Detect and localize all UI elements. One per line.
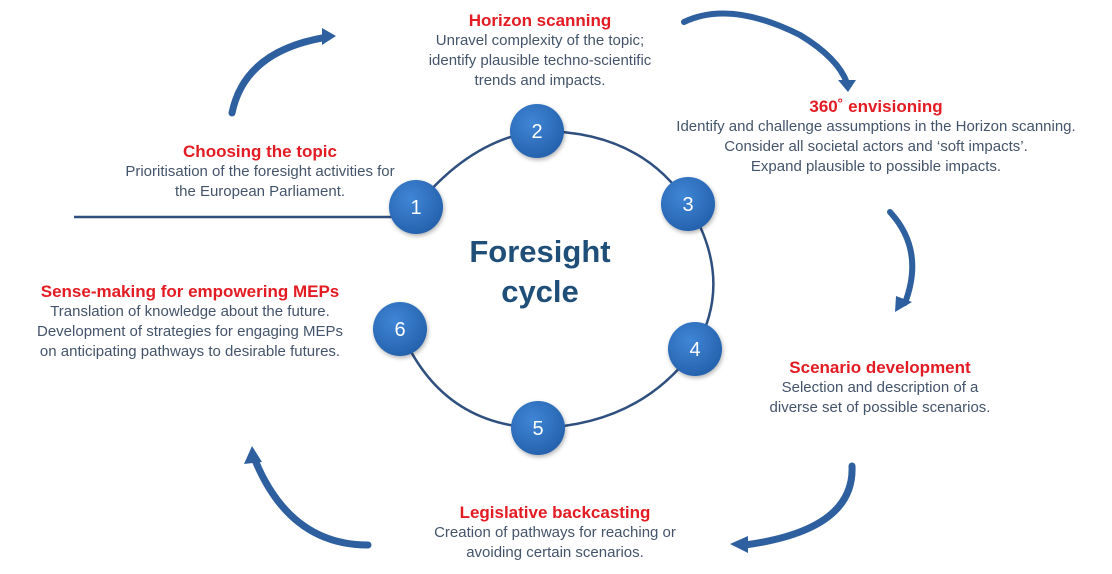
- center-title: Foresight cycle: [420, 232, 660, 312]
- stage-choosing-topic: Choosing the topic Prioritisation of the…: [60, 141, 460, 202]
- stage-title: Legislative backcasting: [459, 503, 651, 522]
- stage-desc-line: Consider all societal actors and ‘soft i…: [724, 138, 1028, 155]
- stage-sense-making: Sense-making for empowering MEPs Transla…: [0, 281, 380, 362]
- arrow-3-to-4: [887, 209, 916, 312]
- arrow-1-to-2: [228, 28, 336, 117]
- stage-desc-line: trends and impacts.: [474, 72, 606, 89]
- svg-text:4: 4: [689, 339, 700, 361]
- stage-title: Choosing the topic: [183, 142, 337, 161]
- center-title-line1: Foresight: [469, 234, 611, 269]
- arrow-4-to-5: [730, 462, 856, 553]
- stage-360-envisioning: 360˚ envisioning Identify and challenge …: [640, 96, 1112, 177]
- svg-text:6: 6: [394, 319, 405, 341]
- stage-desc-line: diverse set of possible scenarios.: [769, 399, 991, 416]
- stage-desc-line: Expand plausible to possible impacts.: [750, 158, 1002, 175]
- stage-desc-line: the European Parliament.: [174, 183, 346, 200]
- stage-desc-line: Identify and challenge assumptions in th…: [676, 118, 1076, 135]
- step-node-3[interactable]: 3: [661, 177, 715, 231]
- arrow-2-to-3: [681, 10, 856, 92]
- svg-text:2: 2: [531, 121, 542, 143]
- svg-text:1: 1: [410, 197, 421, 219]
- stage-scenario-development: Scenario development Selection and descr…: [730, 357, 1030, 418]
- step-node-6[interactable]: 6: [373, 302, 427, 356]
- step-node-4[interactable]: 4: [668, 322, 722, 376]
- stage-desc-line: Unravel complexity of the topic;: [435, 32, 645, 49]
- stage-title: Horizon scanning: [468, 11, 612, 30]
- stage-title: Sense-making for empowering MEPs: [40, 282, 340, 301]
- step-node-5[interactable]: 5: [511, 401, 565, 455]
- stage-desc-line: Prioritisation of the foresight activiti…: [125, 163, 395, 180]
- stage-legislative-backcasting: Legislative backcasting Creation of path…: [390, 502, 720, 563]
- svg-text:3: 3: [682, 194, 693, 216]
- stage-desc-line: Translation of knowledge about the futur…: [50, 303, 330, 320]
- arrow-5-to-6: [244, 446, 372, 549]
- stage-desc-line: on anticipating pathways to desirable fu…: [39, 343, 341, 360]
- stage-horizon-scanning: Horizon scanning Unravel complexity of t…: [380, 10, 700, 91]
- stage-desc-line: Development of strategies for engaging M…: [37, 323, 343, 340]
- center-title-line2: cycle: [501, 274, 579, 309]
- stage-desc-line: Selection and description of a: [781, 379, 979, 396]
- stage-title: Scenario development: [789, 358, 971, 377]
- stage-desc-line: identify plausible techno-scientific: [428, 52, 652, 69]
- stage-title: 360˚ envisioning: [809, 97, 943, 116]
- stage-desc-line: Creation of pathways for reaching or: [434, 524, 676, 541]
- step-node-1[interactable]: 1: [389, 180, 443, 234]
- svg-text:5: 5: [532, 418, 543, 440]
- stage-desc-line: avoiding certain scenarios.: [466, 544, 644, 561]
- step-node-2[interactable]: 2: [510, 104, 564, 158]
